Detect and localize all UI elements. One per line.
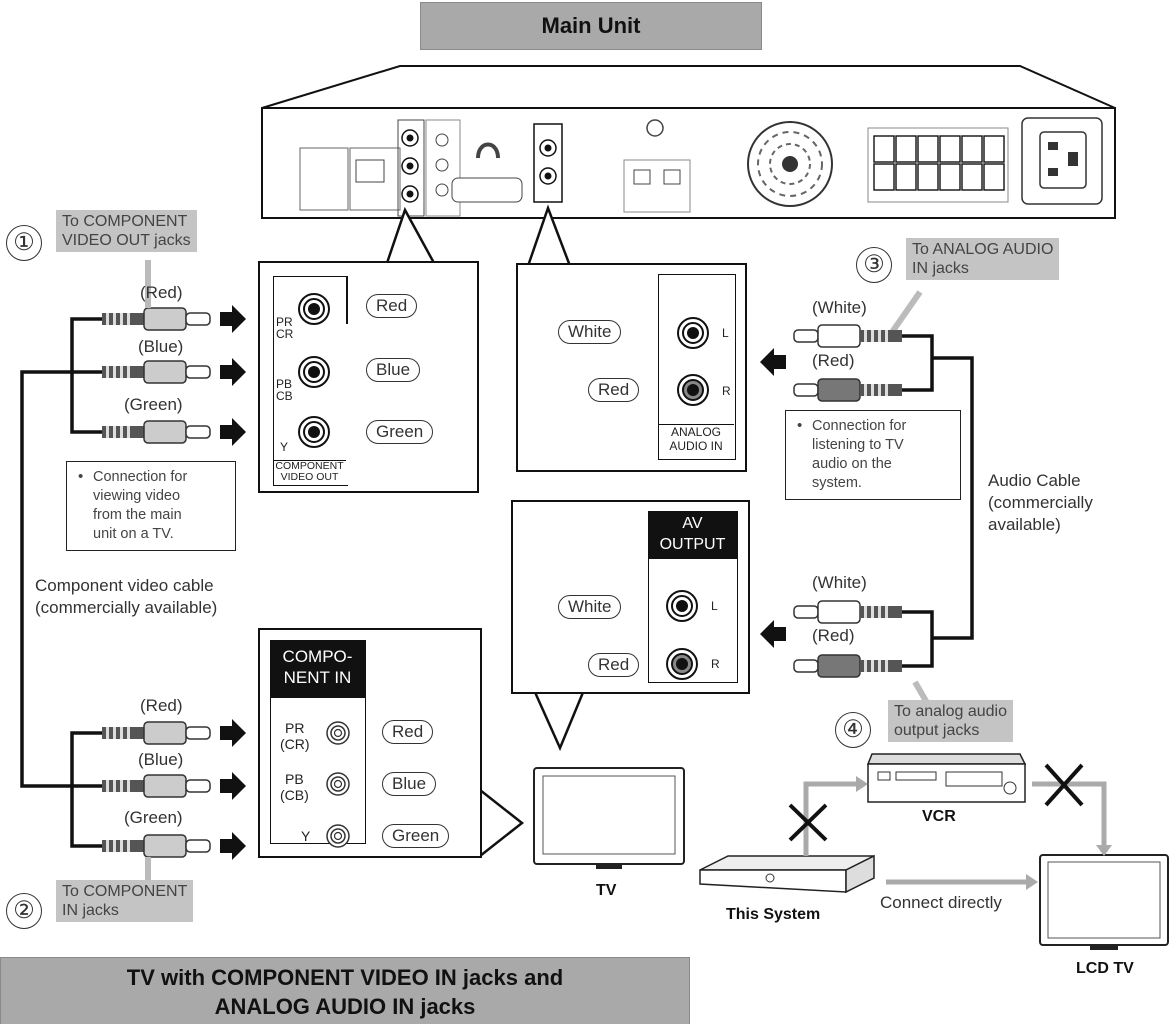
- step-2-number: ②: [6, 893, 42, 929]
- pill-blue-2: Blue: [382, 772, 437, 796]
- vcr-illustration: [866, 753, 1027, 803]
- audio-cable: [900, 334, 974, 668]
- plug-label-blue-top: (Blue): [138, 337, 184, 356]
- label-l-bottom: L: [711, 599, 718, 613]
- plug-label-white-top: (White): [812, 298, 867, 317]
- component-cable-label: Component video cable(commercially avail…: [35, 576, 218, 617]
- plug-label-blue-bottom: (Blue): [138, 750, 184, 769]
- pill-red-4: Red: [382, 720, 434, 744]
- plug-label-green-bottom: (Green): [124, 808, 183, 827]
- lcd-tv-illustration: [1039, 854, 1169, 950]
- plug-label-red-bottom: (Red): [140, 696, 183, 715]
- bottom-title-line1: TV with COMPONENT VIDEO IN jacks and: [126, 965, 564, 990]
- pill-green-1: Green: [366, 420, 434, 444]
- label-y: Y: [280, 440, 289, 454]
- pill-white-1: White: [558, 320, 622, 344]
- label-y-in: Y: [301, 828, 311, 844]
- pill-blue-1: Blue: [366, 358, 421, 382]
- this-system-label: This System: [726, 906, 821, 923]
- pill-red-2: Red: [588, 378, 640, 402]
- component-video-out-panel: [273, 276, 348, 486]
- label-pr-paren: PR(CR): [280, 720, 310, 752]
- plug-label-white-bottom: (White): [812, 573, 867, 592]
- step-1-number: ①: [6, 225, 42, 261]
- step-4-number: ④: [835, 712, 871, 748]
- pill-green-2: Green: [382, 824, 450, 848]
- analog-audio-in-box: [516, 263, 747, 472]
- label-pb-paren: PB(CB): [280, 771, 309, 803]
- pill-red-3: Red: [588, 653, 640, 677]
- plug-label-red-right-top: (Red): [812, 351, 855, 370]
- pill-white-2: White: [558, 595, 622, 619]
- this-system-illustration: [699, 854, 875, 894]
- main-unit-illustration: [261, 65, 1116, 219]
- plug-label-green-top: (Green): [124, 395, 183, 414]
- analog-audio-in-panel: [658, 274, 736, 460]
- plug-label-red-top: (Red): [140, 283, 183, 302]
- tv-illustration: [533, 767, 685, 869]
- main-unit-title: Main Unit: [420, 2, 762, 50]
- connect-directly-label: Connect directly: [880, 893, 1002, 912]
- vcr-label: VCR: [922, 808, 956, 825]
- label-r-bottom: R: [711, 657, 720, 671]
- lcd-tv-label: LCD TV: [1076, 960, 1134, 977]
- bottom-title-line2: ANALOG AUDIO IN jacks: [214, 994, 476, 1019]
- label-r-top: R: [722, 384, 731, 398]
- plug-label-red-right-bottom: (Red): [812, 626, 855, 645]
- step-3-number: ③: [856, 247, 892, 283]
- pill-red-1: Red: [366, 294, 418, 318]
- bottom-title: TV with COMPONENT VIDEO IN jacks and ANA…: [0, 957, 690, 1024]
- tv-label: TV: [596, 882, 617, 899]
- label-l-top: L: [722, 326, 729, 340]
- component-cable-top: [20, 317, 105, 848]
- label-component-in: COMPO-NENT IN: [270, 640, 365, 698]
